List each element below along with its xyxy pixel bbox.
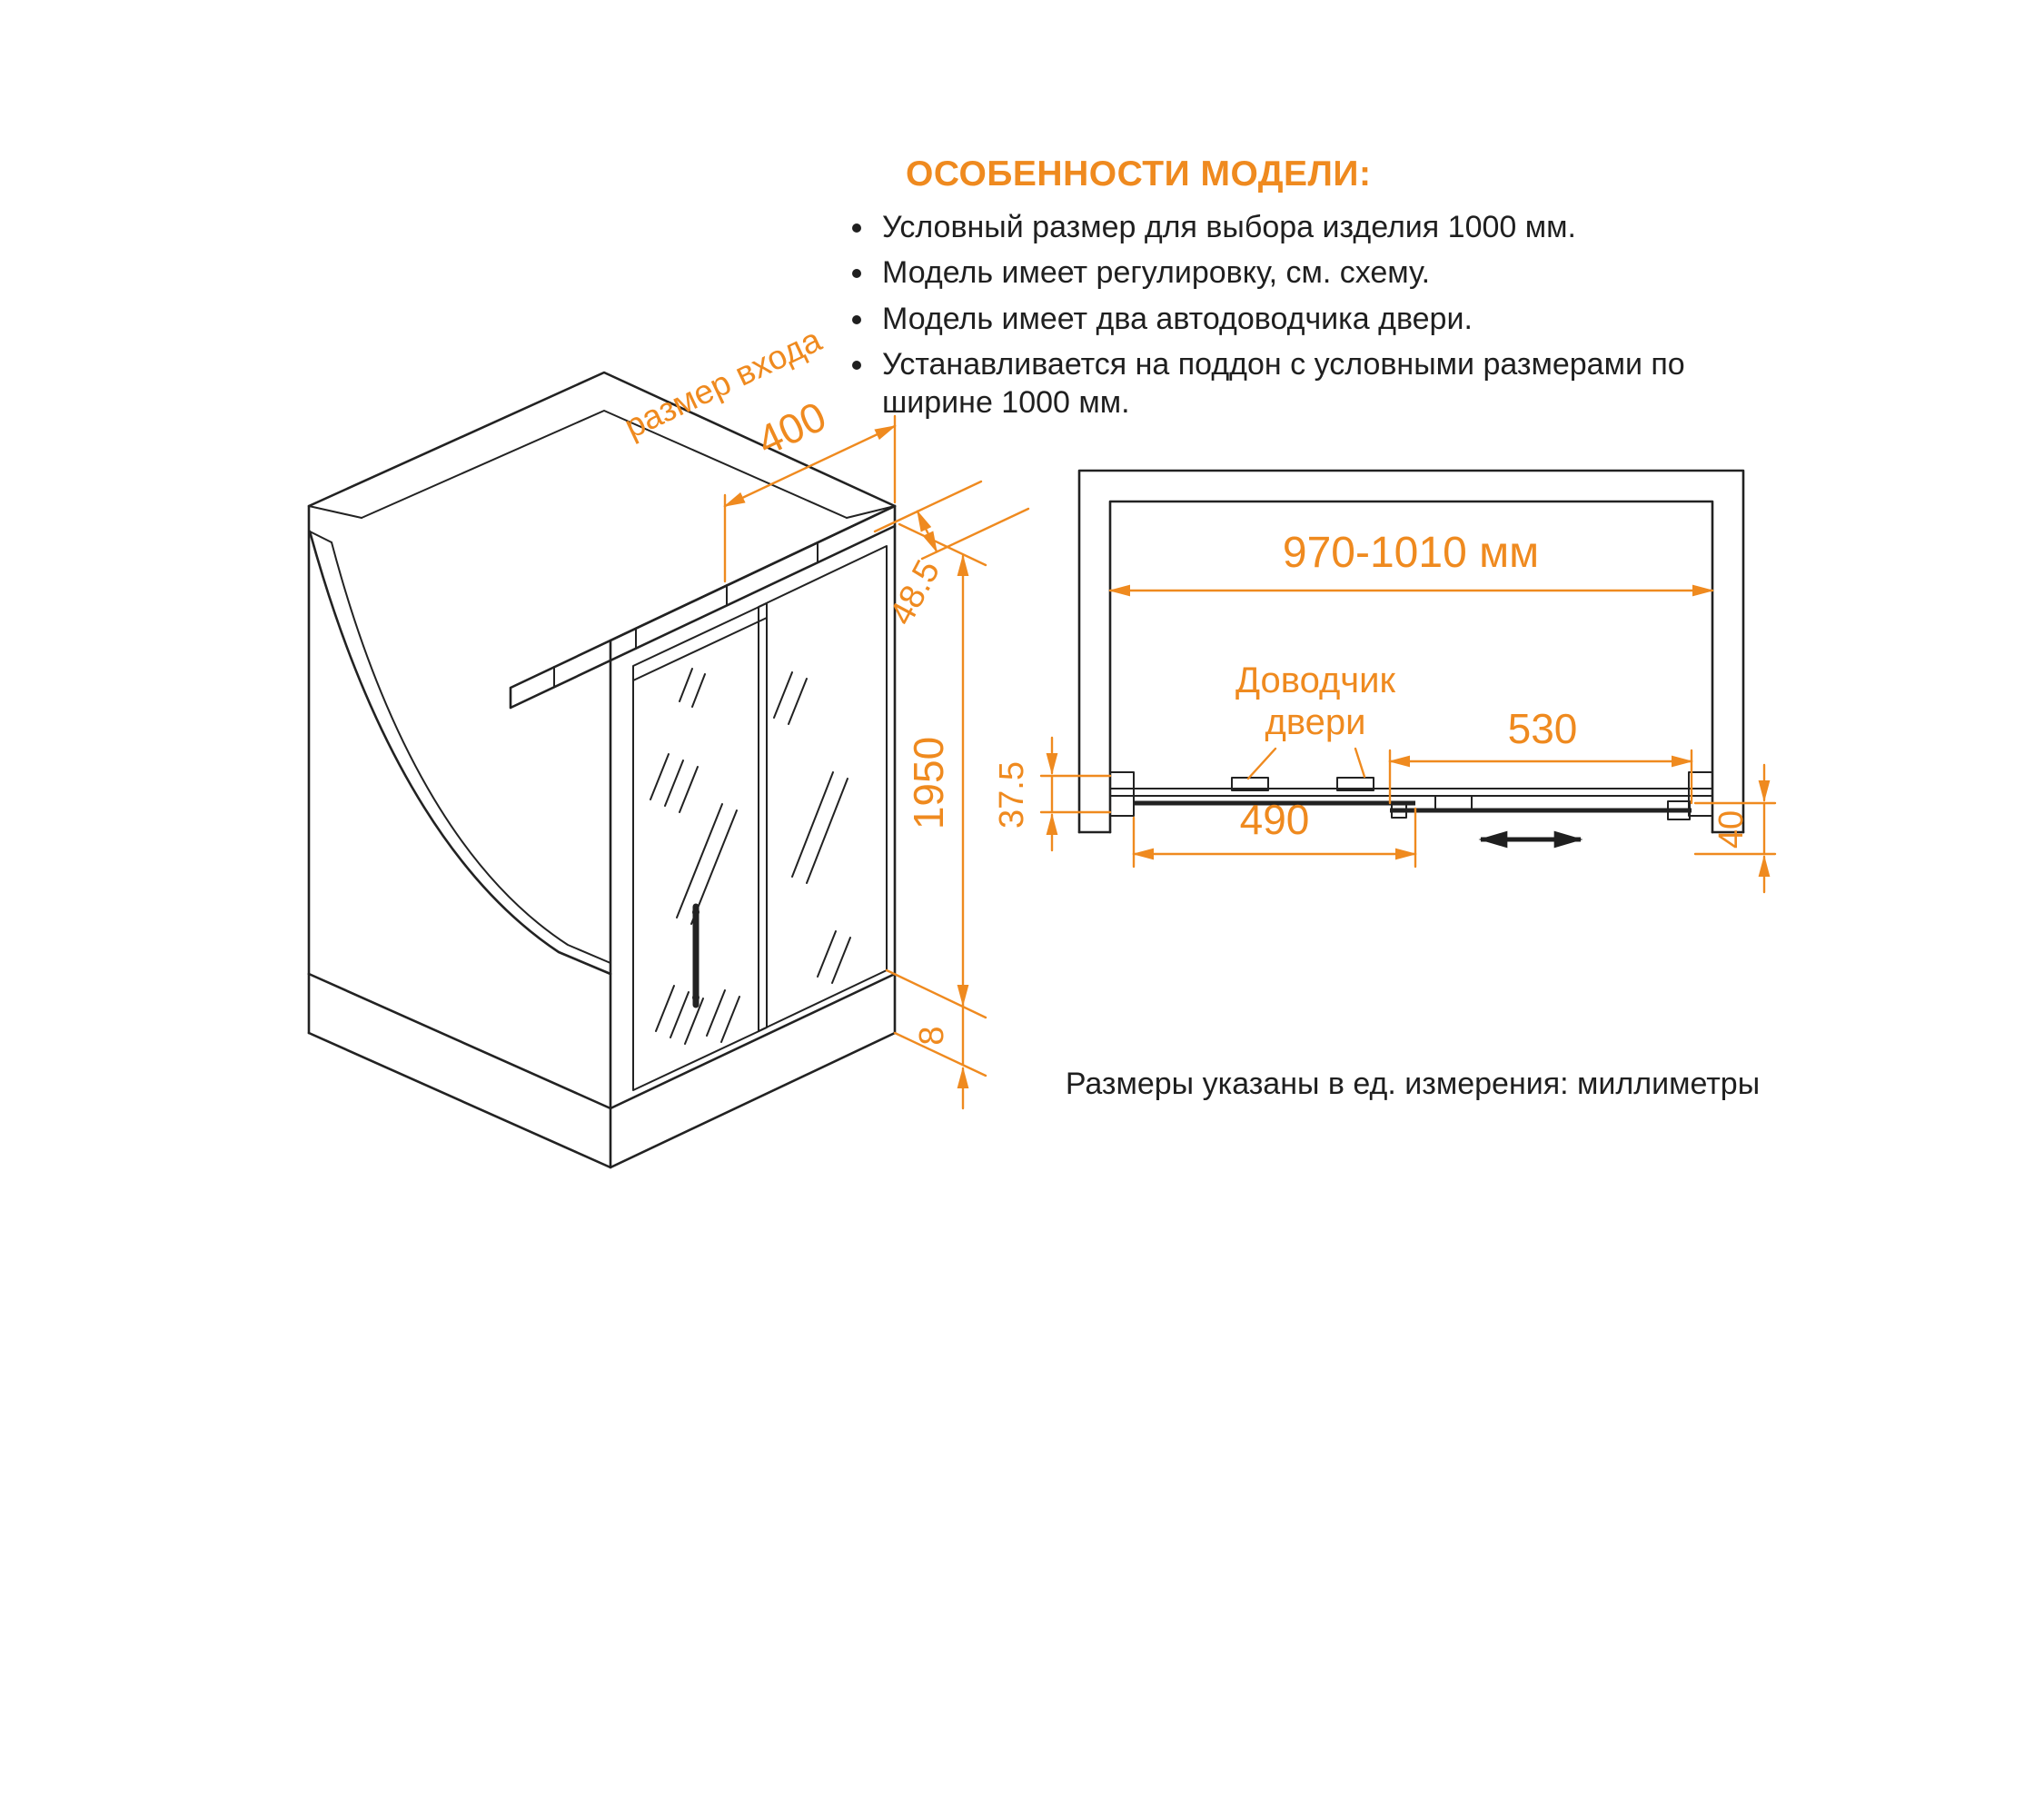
plan-dimensions: 970-1010 мм Доводчик двери 530 490 37.5: [993, 529, 1777, 894]
dim-width-label: 970-1010 мм: [1283, 529, 1539, 577]
closer-leader-lines: [1246, 747, 1366, 780]
corner-edges: [307, 504, 897, 1110]
dim-490-label: 490: [1240, 796, 1310, 843]
features-block: ОСОБЕННОСТИ МОДЕЛИ: Условный размер для …: [822, 154, 1731, 430]
handle-mount: [692, 994, 700, 1001]
dim-48-label: 48.5: [882, 554, 948, 631]
rim-wall-caps: [308, 505, 896, 519]
closer-label-line1: Доводчик: [1235, 660, 1395, 700]
feature-item: Модель имеет два автодоводчика двери.: [877, 301, 1731, 338]
dim-1950-label: 1950: [905, 737, 952, 829]
iso-shower-enclosure: [307, 371, 897, 1169]
dim-530-label: 530: [1508, 705, 1578, 752]
curved-wall-cap: [309, 531, 332, 543]
feature-item: Устанавливается на поддон с условными ра…: [877, 346, 1731, 422]
dim-8-extension: [893, 1031, 987, 1077]
door-closer-unit: [1336, 777, 1374, 791]
fixed-glass-panel: [758, 545, 888, 1032]
plan-track: [1109, 788, 1713, 797]
plan-walls-outer: [1077, 469, 1745, 834]
sliding-panel-end-block: [1391, 802, 1407, 819]
features-list: Условный размер для выбора изделия 1000 …: [822, 209, 1731, 422]
roller-ticks: [1434, 795, 1473, 809]
dim-8-label: 8: [913, 1026, 951, 1045]
feature-item: Условный размер для выбора изделия 1000 …: [877, 209, 1731, 246]
tray-bottom: [307, 1031, 897, 1169]
plan-view: [1077, 469, 1745, 849]
dim-400-label: 400: [749, 392, 833, 465]
features-title: ОСОБЕННОСТИ МОДЕЛИ:: [906, 154, 1372, 194]
dim-37-label: 37.5: [993, 761, 1031, 829]
glass-shine-hatching: [650, 668, 851, 1045]
dim-400-line: [723, 424, 897, 508]
dim-48-line: [916, 510, 938, 553]
sliding-panel-end-block: [1667, 800, 1691, 820]
track-brackets: [553, 541, 819, 688]
units-note: Размеры указаны в ед. измерения: миллиме…: [1065, 1067, 1761, 1101]
curved-wall-outer: [308, 530, 612, 976]
top-track: [509, 504, 897, 710]
iso-dimensions: размер входа 400 48.5 1950 8: [619, 321, 1030, 1110]
dim-48-extensions: [873, 480, 1030, 561]
sliding-glass-stile: [632, 617, 768, 681]
curved-wall-inner: [331, 541, 611, 964]
dim-40-label: 40: [1712, 810, 1751, 849]
closer-label-line2: двери: [1265, 702, 1366, 742]
tray-skirt: [307, 972, 897, 1169]
plan-walls-inner: [1108, 500, 1714, 834]
tray-top: [307, 972, 897, 1110]
dim-40-extensions: [1693, 801, 1777, 856]
dim-1950-extensions: [885, 522, 987, 1019]
sliding-glass-panel: [632, 602, 768, 1091]
plan-left-profile: [1109, 771, 1135, 817]
feature-item: Модель имеет регулировку, см. схему.: [877, 254, 1731, 292]
